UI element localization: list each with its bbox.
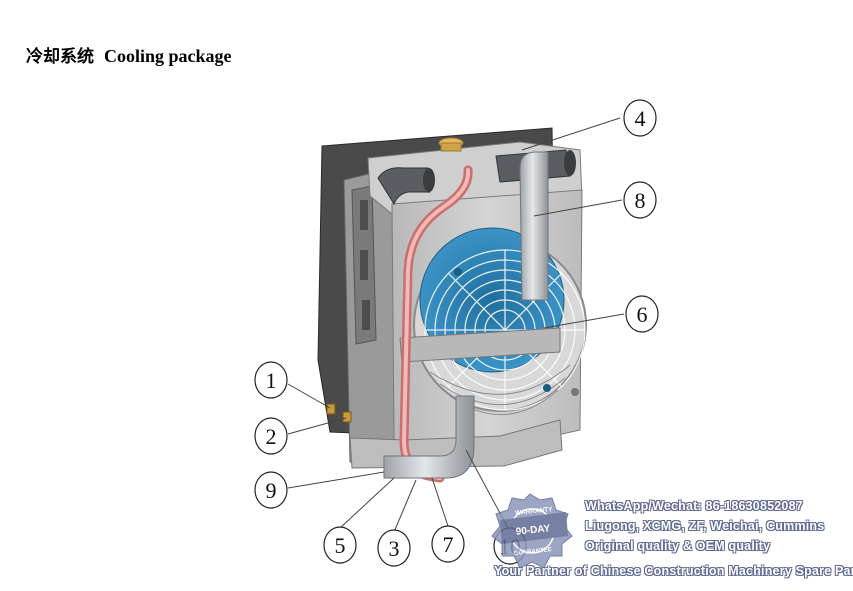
warranty-seal: 90-DAY WARRANTY GUARANTEE <box>491 493 573 569</box>
lower-elbow-pipe <box>383 395 475 479</box>
callout-label-3: 3 <box>389 536 400 561</box>
left-bracket-slot <box>362 300 370 330</box>
drain-fitting-1 <box>326 403 336 415</box>
callout-label-4: 4 <box>635 106 646 131</box>
page-title-en: Cooling package <box>104 46 232 66</box>
callout-1: 1 <box>254 361 288 399</box>
callout-2: 2 <box>254 417 288 455</box>
seal-top-text: WARRANTY <box>515 506 554 517</box>
seal-center-text: 90-DAY <box>515 523 551 538</box>
mount-bolt <box>543 384 551 392</box>
left-top-pipe <box>377 167 431 206</box>
seal-bottom-text: GUARANTEE <box>514 547 552 557</box>
callout-label-8: 8 <box>635 188 646 213</box>
callout-label-7: 7 <box>443 532 454 557</box>
callout-label-1: 1 <box>266 368 277 393</box>
callout-label-6: 6 <box>637 302 648 327</box>
callout-7: 7 <box>431 525 465 563</box>
leader-lines <box>287 117 625 533</box>
left-bracket-slot <box>360 250 368 280</box>
callout-label-9: 9 <box>266 478 277 503</box>
callout-5: 5 <box>323 526 357 564</box>
callout-8: 8 <box>623 181 657 219</box>
watermark-brands: Liugong, XCMG, ZF, Weichai, Cummins <box>585 519 825 533</box>
page-title: 冷却系统 Cooling package <box>26 42 232 67</box>
drain-fitting-2 <box>342 411 352 423</box>
watermark-contact: WhatsApp/Wechat: 86-18630852087 <box>585 499 803 513</box>
page-title-zh: 冷却系统 <box>26 47 94 67</box>
vertical-pipe-8 <box>519 151 549 301</box>
callout-label-2: 2 <box>266 424 277 449</box>
callout-3: 3 <box>377 529 411 567</box>
right-top-pipe-end <box>564 150 576 176</box>
watermark-quality: Original quality & OEM quality <box>585 539 771 553</box>
fan-guard <box>424 249 586 411</box>
mount-bolt <box>454 268 462 276</box>
callout-6: 6 <box>625 295 659 333</box>
filler-neck <box>440 142 462 152</box>
mount-bolt <box>571 388 579 396</box>
left-bracket-slot <box>360 200 368 230</box>
callout-label-5: 5 <box>335 533 346 558</box>
watermark-tagline: Your Partner of Chinese Construction Mac… <box>494 564 853 578</box>
fan-divider-bar <box>399 327 561 363</box>
left-top-pipe-end <box>423 168 435 192</box>
callout-4: 4 <box>623 99 657 137</box>
callout-9: 9 <box>254 471 288 509</box>
